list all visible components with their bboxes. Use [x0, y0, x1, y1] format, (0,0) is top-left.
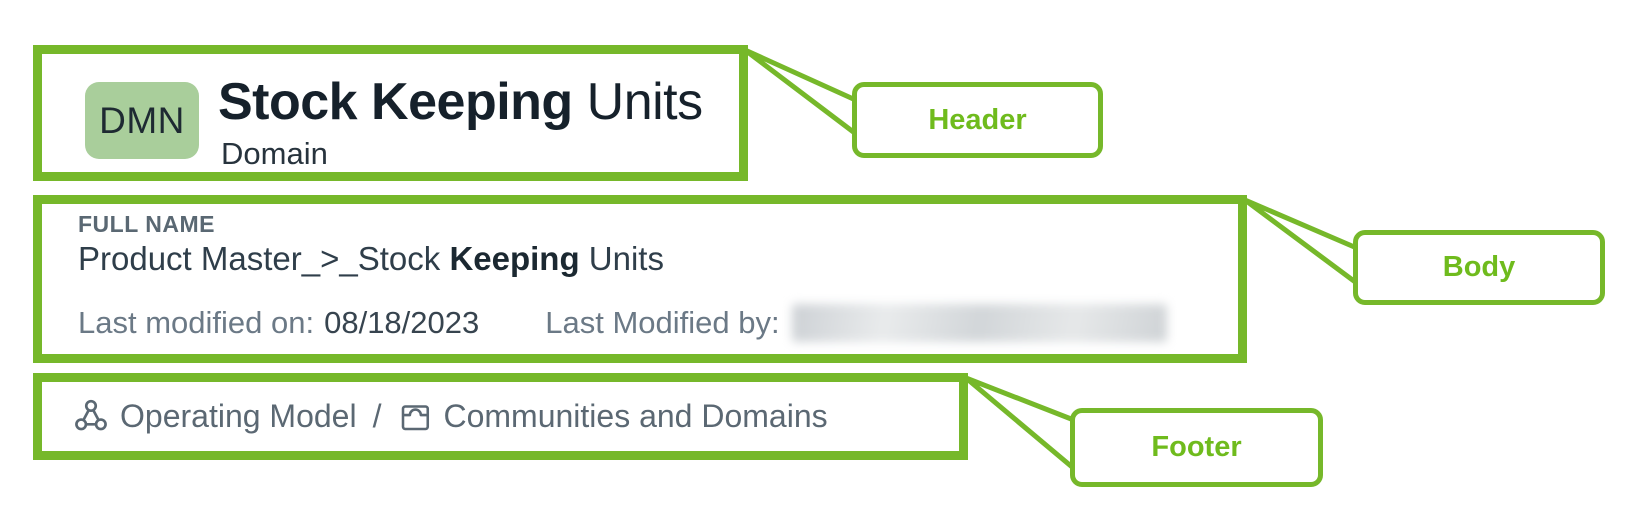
footer-section-outline: Operating Model / Communities and Domain… — [33, 373, 968, 460]
last-modified-by-label: Last Modified by: — [545, 305, 780, 340]
body-callout-tail — [1242, 197, 1369, 293]
header-callout-label: Header — [928, 103, 1027, 136]
footer-callout-tail — [963, 375, 1087, 480]
full-name-highlight: Keeping — [449, 240, 580, 277]
asset-type-badge: DMN — [85, 82, 199, 159]
breadcrumb-separator: / — [372, 398, 382, 434]
full-name-pre: Product Master_>_Stock — [78, 240, 450, 277]
full-name-value: Product Master_>_Stock Keeping Units — [78, 240, 664, 278]
header-callout: Header — [852, 82, 1103, 158]
body-callout-label: Body — [1442, 251, 1516, 283]
breadcrumb-item-operating-model[interactable]: Operating Model — [120, 398, 357, 434]
asset-type-label: Domain — [221, 136, 328, 171]
last-modified-row: Last modified on: 08/18/2023 Last Modifi… — [78, 304, 1167, 342]
domain-icon — [402, 404, 430, 430]
body-section-outline: FULL NAME Product Master_>_Stock Keeping… — [33, 195, 1247, 363]
header-callout-tail — [742, 47, 863, 140]
header-section-outline: DMN Stock Keeping Units Domain — [33, 45, 748, 181]
last-modified-on-label: Last modified on: — [78, 305, 315, 340]
footer-callout-label: Footer — [1151, 431, 1242, 463]
last-modified-by-redacted-value — [791, 304, 1167, 342]
asset-title-rest: Units — [572, 73, 703, 131]
full-name-post: Units — [579, 240, 664, 277]
breadcrumb: Operating Model / Communities and Domain… — [42, 382, 959, 451]
footer-callout: Footer — [1070, 408, 1323, 487]
asset-title: Stock Keeping Units — [218, 74, 703, 130]
breadcrumb-item-communities-and-domains[interactable]: Communities and Domains — [443, 398, 828, 434]
body-callout: Body — [1353, 230, 1605, 305]
last-modified-on-value: 08/18/2023 — [324, 305, 480, 340]
asset-title-highlight: Stock Keeping — [218, 73, 573, 131]
operating-model-icon — [75, 399, 107, 430]
full-name-field-label: FULL NAME — [78, 211, 215, 237]
